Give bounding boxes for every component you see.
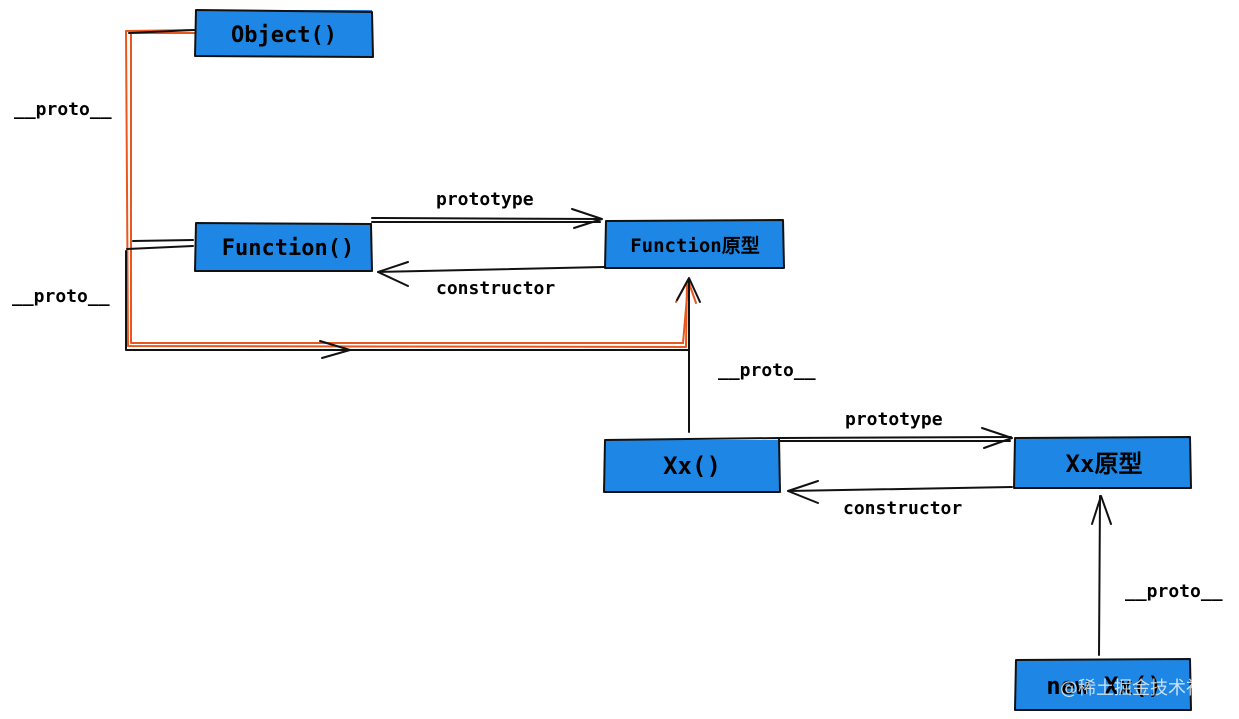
proto-label-xx: __proto__	[718, 360, 816, 381]
new-xx-label: new Xx()	[1046, 672, 1162, 700]
xx-ctor-label: Xx()	[663, 452, 721, 480]
watermark-text: @稀土掘金技术社区	[1060, 678, 1222, 699]
xx-prototype-connector	[779, 427, 1013, 449]
prototype-label-function: prototype	[436, 189, 534, 210]
proto-label-new-xx: __proto__	[1125, 581, 1223, 602]
function-ctor-node: Function()	[194, 222, 373, 272]
object-ctor-node: Object()	[194, 9, 374, 58]
arrow-head-right-icon	[571, 208, 603, 229]
function-prototype-connector	[371, 208, 603, 229]
new-xx-to-xx-proto-connector	[1091, 495, 1112, 656]
arrow-head-left-icon	[787, 480, 819, 504]
function-proto-label: Function原型	[630, 234, 760, 257]
proto-label-left-top: __proto__	[14, 99, 112, 120]
function-constructor-connector	[377, 261, 605, 287]
xx-constructor-connector	[787, 480, 1013, 504]
xx-to-function-proto-connector	[676, 277, 701, 433]
xx-ctor-node: Xx()	[603, 437, 781, 493]
object-ctor-label: Object()	[231, 23, 337, 48]
orange-chain-connector	[125, 29, 697, 348]
arrow-head-left-icon	[377, 261, 409, 287]
xx-proto-node: Xx原型	[1013, 436, 1192, 489]
prototype-label-xx: prototype	[845, 409, 943, 430]
arrow-head-right-icon	[319, 340, 351, 359]
left-chain-lines	[125, 29, 690, 359]
constructor-label-xx: constructor	[843, 498, 962, 519]
constructor-label-function: constructor	[436, 278, 555, 299]
arrow-head-up-icon	[1091, 495, 1112, 525]
xx-proto-label: Xx原型	[1066, 450, 1143, 478]
function-proto-node: Function原型	[604, 219, 785, 269]
new-xx-node: new Xx()	[1014, 658, 1192, 711]
function-ctor-label: Function()	[222, 236, 354, 261]
arrow-head-right-icon	[981, 427, 1013, 449]
proto-label-left-bottom: __proto__	[12, 286, 110, 307]
arrow-head-up-icon	[676, 277, 701, 303]
